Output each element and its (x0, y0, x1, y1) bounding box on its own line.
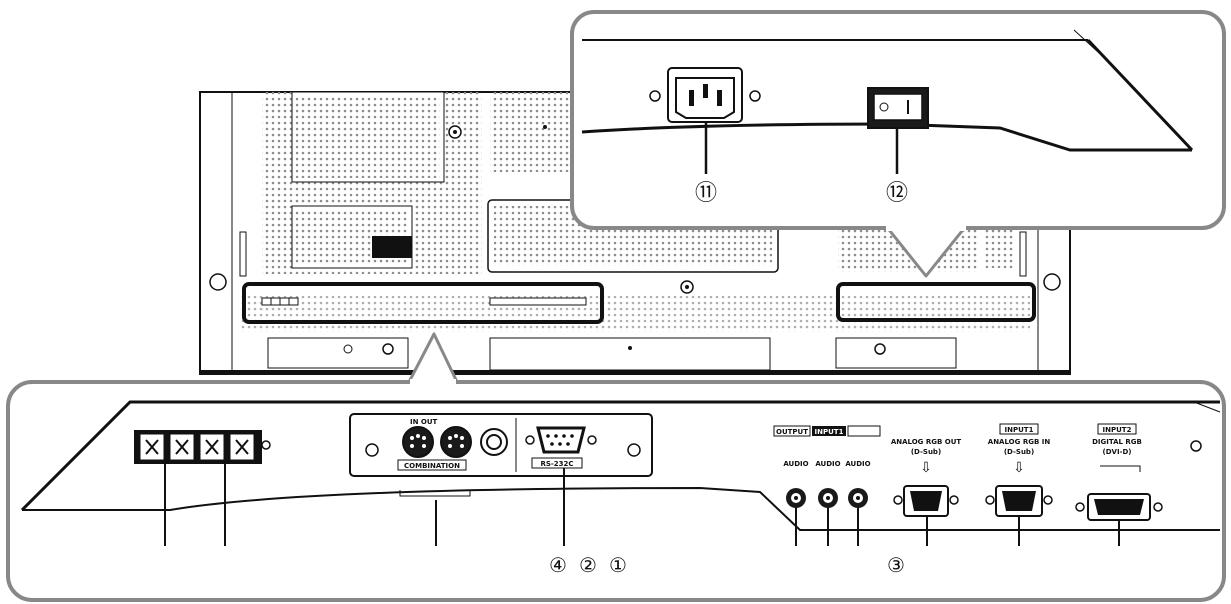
screw-icon (649, 90, 661, 102)
screw-icon (749, 90, 761, 102)
highlight-frame-right (836, 282, 1036, 322)
label-in-out: IN OUT (410, 418, 438, 426)
label-analog-rgb-in: ANALOG RGB IN (988, 438, 1051, 446)
callout-4: ④ (549, 553, 567, 577)
callout-2: ② (579, 553, 597, 577)
dvi-connector-icon (1075, 493, 1163, 521)
bottom-inset-pointer (406, 332, 460, 385)
highlight-frame-left (242, 282, 604, 324)
dsub-connector-icon (893, 485, 959, 517)
label-digital-rgb: DIGITAL RGB (1092, 438, 1142, 446)
bottom-inset-frame (6, 380, 1226, 602)
screw-icon (365, 443, 379, 457)
mini-din-connector-icon (402, 426, 434, 458)
label-audio-left: AUDIO (783, 460, 808, 468)
label-analog-rgb-in-sub: (D-Sub) (1004, 448, 1034, 456)
label-input1-tab: INPUT1 (815, 428, 844, 436)
label-input1: INPUT1 (1005, 426, 1034, 434)
rca-jack-icon (848, 488, 868, 508)
label-audio-mid: AUDIO (815, 460, 840, 468)
screw-icon (627, 443, 641, 457)
screw-icon (1190, 440, 1202, 452)
leader-lines (164, 464, 1120, 546)
top-inset-pointer (884, 225, 968, 278)
callout-3: ③ (887, 553, 905, 577)
mini-ports-row (261, 297, 587, 306)
callout-12: ⑫ (886, 181, 908, 206)
mini-din-connector-icon (440, 426, 472, 458)
top-inset-content (581, 29, 1194, 174)
screw-icon (1043, 273, 1061, 291)
label-rs232c: RS-232C (540, 460, 573, 468)
label-input2: INPUT2 (1103, 426, 1132, 434)
label-analog-rgb-out-sub: (D-Sub) (911, 448, 941, 456)
rca-jack-icon (786, 488, 806, 508)
bottom-inset-content: IN OUT COMBINATION RS-232C OUTPUT INPUT1… (20, 400, 1221, 546)
svg-text:⇩: ⇩ (1013, 460, 1025, 476)
dsub-connector-icon (985, 485, 1053, 517)
screw-icon (261, 440, 271, 450)
round-port (480, 428, 508, 456)
label-analog-rgb-out: ANALOG RGB OUT (891, 438, 962, 446)
rca-jack-icon (818, 488, 838, 508)
power-socket-icon (667, 67, 743, 123)
screw-icon (209, 273, 227, 291)
callout-1: ① (609, 553, 627, 577)
vent-grille (490, 92, 570, 172)
speaker-terminal-icon (134, 430, 262, 464)
label-output: OUTPUT (776, 428, 808, 436)
label-digital-rgb-sub: (DVI-D) (1103, 448, 1132, 456)
power-switch-icon (867, 87, 929, 129)
svg-text:⇩: ⇩ (920, 460, 932, 476)
db9-serial-connector-icon (525, 426, 597, 454)
label-combination: COMBINATION (404, 462, 460, 470)
label-audio-right: AUDIO (845, 460, 870, 468)
callout-11: ⑪ (695, 181, 717, 206)
